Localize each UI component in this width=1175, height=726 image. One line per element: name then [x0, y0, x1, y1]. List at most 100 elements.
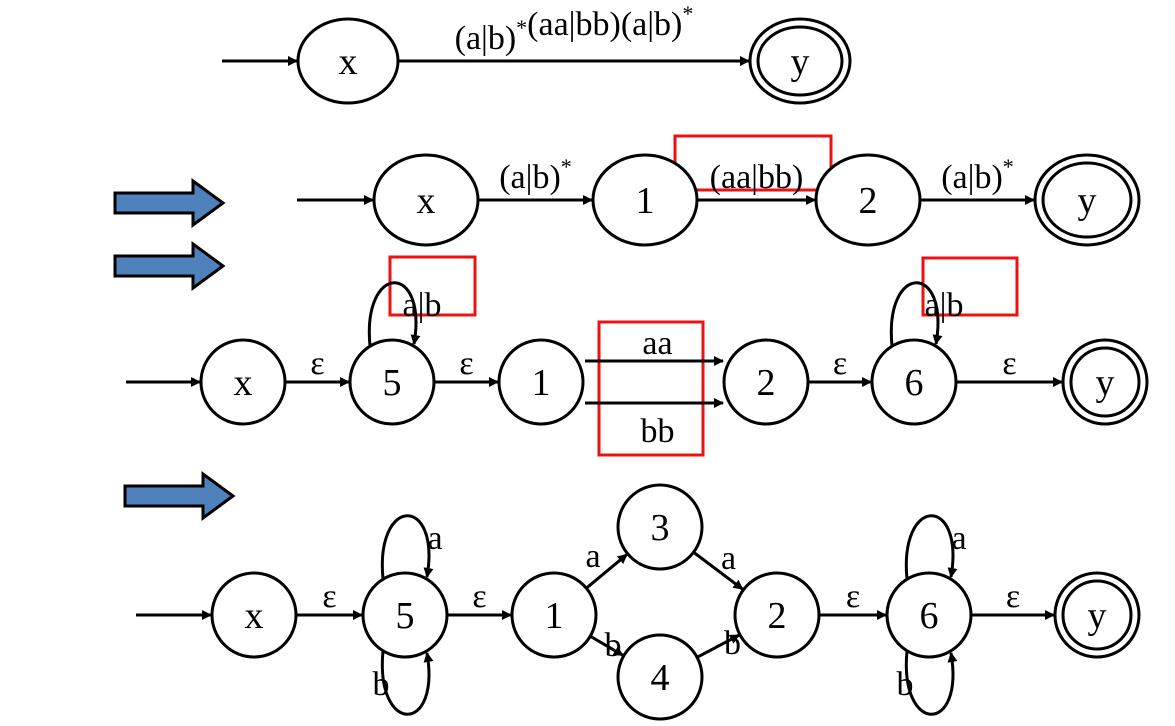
state-node-5: 5	[348, 338, 436, 426]
state-circle	[591, 153, 699, 247]
edge-label: ε	[846, 578, 860, 615]
state-label: 1	[636, 180, 655, 222]
highlight-box	[388, 255, 477, 317]
edge-arrow	[692, 551, 744, 591]
state-node-2: 2	[722, 338, 810, 426]
state-circle	[372, 153, 480, 247]
state-node-2: 2	[733, 571, 821, 659]
state-circle	[199, 338, 287, 426]
state-circle	[616, 483, 704, 571]
edges	[126, 56, 1063, 716]
edge-arrow	[585, 553, 628, 590]
state-label: y	[791, 41, 810, 83]
highlight-box	[597, 320, 705, 457]
state-label: y	[1096, 362, 1115, 404]
edge-label: a	[951, 520, 966, 557]
state-node-4: 4	[616, 633, 704, 721]
edge-label-superscript: *	[561, 154, 572, 179]
edge-label: aa	[642, 325, 672, 362]
edge-labels: (a|b)*(aa|bb)(a|b)*(a|b)*(aa|bb)(a|b)*εa…	[310, 1, 1020, 703]
self-loop-arrow	[904, 650, 958, 716]
edge-label-text: (a|b)	[621, 6, 683, 43]
state-circle	[814, 153, 922, 247]
self-loop-arrow	[380, 514, 434, 580]
self-loop-arrow	[367, 281, 421, 347]
accept-state-inner	[1069, 346, 1141, 418]
edge-label-text: (aa|bb)	[710, 159, 804, 196]
edge-label: (a|b)*	[941, 154, 1014, 196]
state-node-x: x	[210, 571, 298, 659]
edge-arrow	[696, 633, 740, 659]
state-label: 2	[859, 180, 878, 222]
edge-label: (a|b)*(aa|bb)(a|b)*	[455, 1, 694, 57]
state-node-1: 1	[497, 338, 585, 426]
edge-label: a	[585, 538, 600, 575]
state-label: x	[417, 180, 436, 222]
step-arrow-icon	[123, 471, 236, 521]
edge-label: a	[721, 540, 736, 577]
step-arrow-icon	[113, 178, 226, 228]
accept-state-inner	[756, 25, 844, 97]
edge-arrow	[589, 634, 624, 657]
state-label: 6	[905, 362, 924, 404]
self-loop-arrow	[380, 650, 434, 716]
state-label: y	[1088, 595, 1107, 637]
edge-label-text: (a|b)	[455, 20, 517, 57]
state-node-x: x	[372, 153, 480, 247]
state-label: 4	[651, 657, 670, 699]
state-label: 1	[545, 595, 564, 637]
state-circle	[870, 338, 958, 426]
edge-label: (aa|bb)	[710, 159, 804, 196]
edge-label-text: (a|b)	[499, 159, 561, 196]
edge-label-superscript: *	[516, 15, 527, 40]
state-circle	[348, 338, 436, 426]
nodes: x y x 1 2 y x 5 1 2 6 y x 5 1 3 4 2 6 y	[199, 17, 1149, 721]
self-loop-arrow	[904, 514, 958, 580]
step-arrow-icon	[113, 241, 226, 291]
state-label: 1	[532, 362, 551, 404]
state-label: x	[234, 362, 253, 404]
edge-label: bb	[641, 413, 675, 450]
state-node-y: y	[748, 17, 852, 105]
edge-label: b	[373, 666, 390, 703]
state-circle	[497, 338, 585, 426]
state-circle	[510, 571, 598, 659]
edge-label: b	[897, 666, 914, 703]
self-loop-arrow	[889, 281, 943, 347]
edge-label: ε	[322, 578, 336, 615]
state-label: x	[339, 41, 358, 83]
accept-state-inner	[1041, 161, 1133, 239]
highlight-box	[921, 256, 1019, 317]
state-node-2: 2	[814, 153, 922, 247]
edge-label: b	[724, 625, 741, 662]
edge-label: a|b	[925, 287, 964, 324]
state-node-3: 3	[616, 483, 704, 571]
edge-label: ε	[1006, 578, 1020, 615]
state-node-6: 6	[870, 338, 958, 426]
edge-label: a	[427, 520, 442, 557]
edge-label: b	[605, 627, 622, 664]
state-node-x: x	[296, 17, 400, 105]
state-node-6: 6	[885, 571, 973, 659]
state-label: x	[245, 595, 264, 637]
edge-label: ε	[310, 345, 324, 382]
state-label: 2	[757, 362, 776, 404]
state-node-1: 1	[510, 571, 598, 659]
state-label: 6	[920, 595, 939, 637]
state-node-5: 5	[361, 571, 449, 659]
edge-label: ε	[472, 578, 486, 615]
state-label: 5	[383, 362, 402, 404]
state-node-y: y	[1033, 153, 1141, 247]
step-arrows	[113, 178, 236, 521]
edge-label: ε	[1002, 345, 1016, 382]
edge-label-text: (aa|bb)	[527, 6, 621, 43]
state-node-1: 1	[591, 153, 699, 247]
state-label: y	[1078, 180, 1097, 222]
edge-label: ε	[459, 345, 473, 382]
state-circle	[296, 17, 400, 105]
state-label: 2	[768, 595, 787, 637]
edge-label-superscript: *	[682, 1, 693, 26]
state-circle	[885, 571, 973, 659]
edge-label: ε	[833, 345, 847, 382]
accept-state-inner	[1061, 579, 1133, 651]
